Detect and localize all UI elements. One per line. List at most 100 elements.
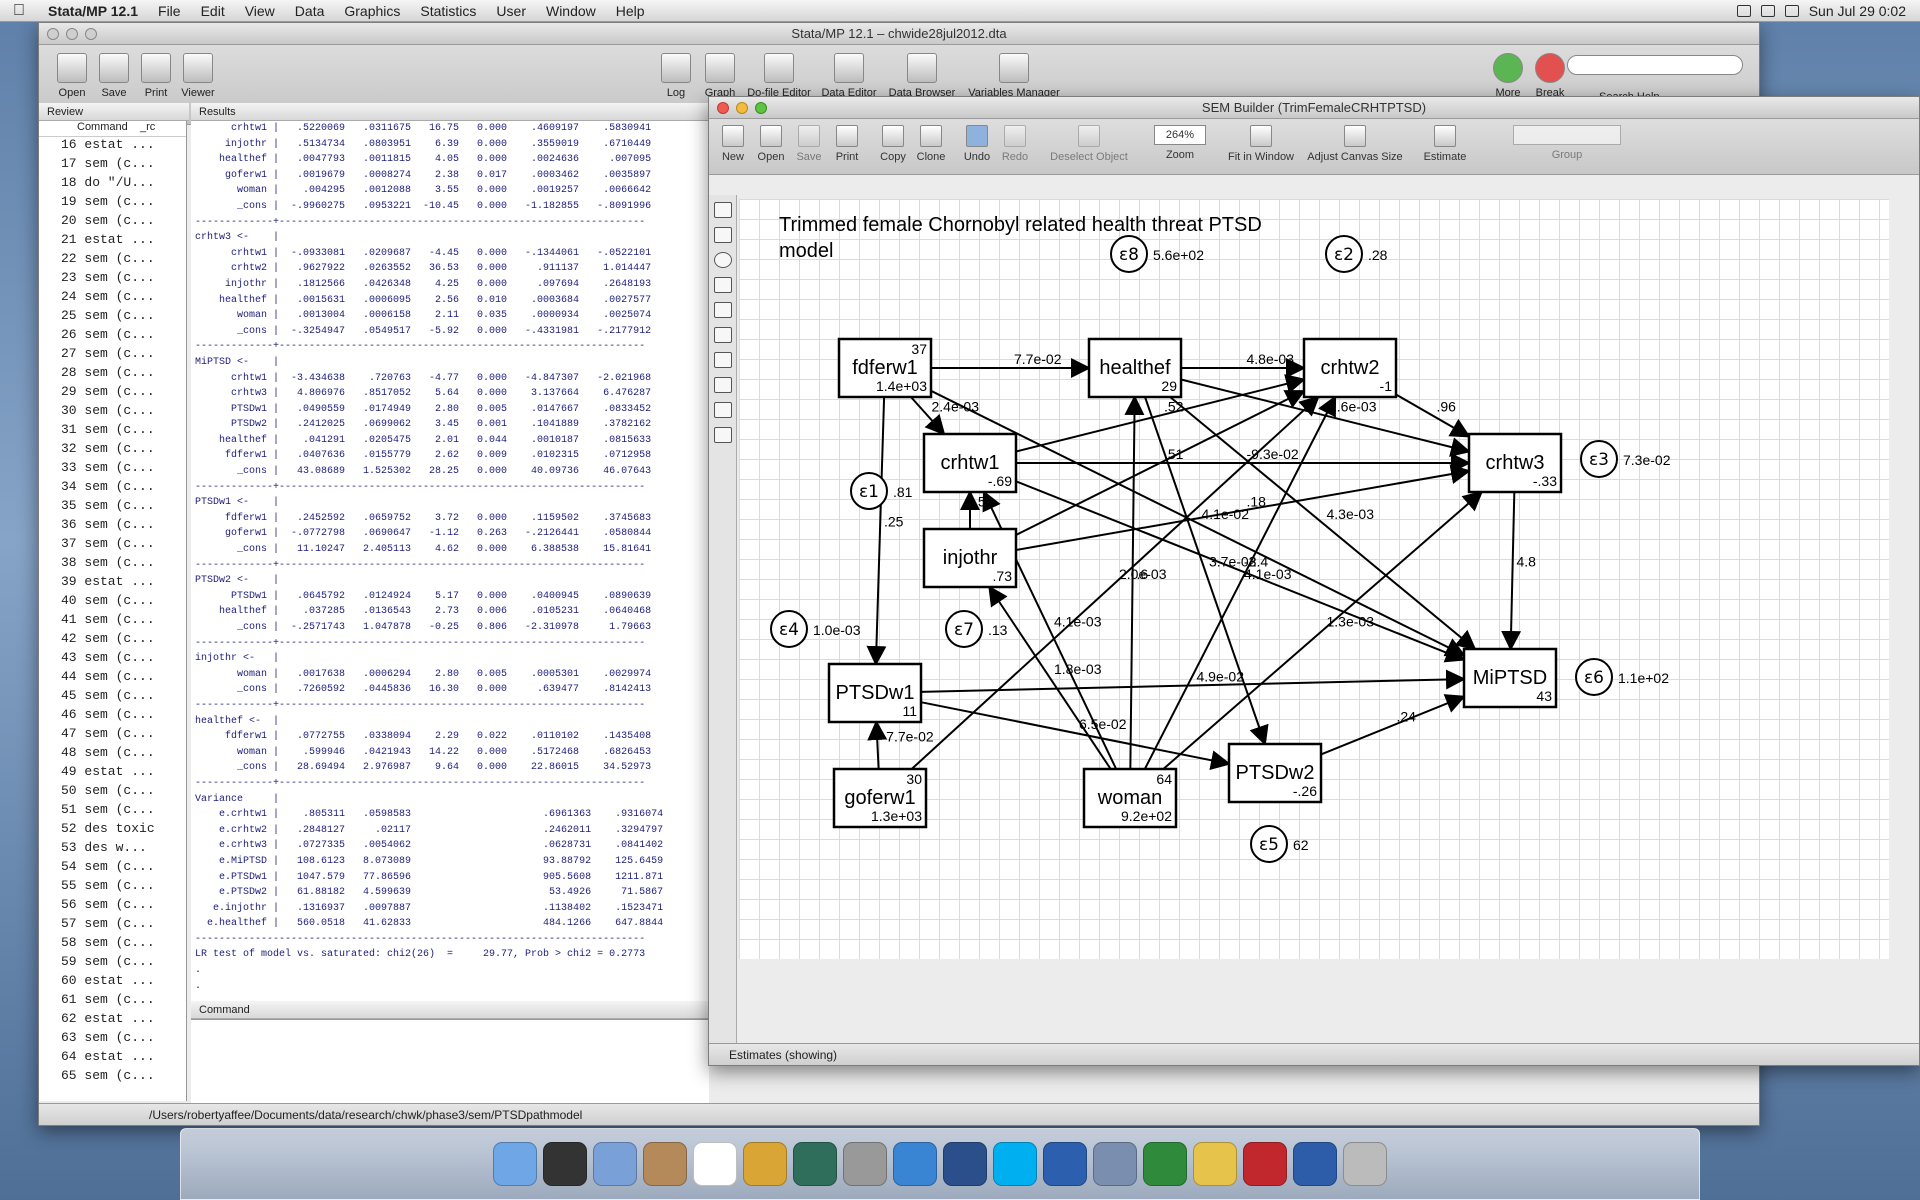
sem-path-woman-healthef[interactable] bbox=[1124, 395, 1145, 770]
sem-new-button[interactable]: New bbox=[715, 125, 751, 163]
review-item[interactable]: 17 sem (c... bbox=[61, 156, 155, 171]
sem-canvas[interactable]: Trimmed female Chornobyl related health … bbox=[739, 199, 1889, 959]
sem-error-ε2[interactable]: ε2.28 bbox=[1325, 235, 1388, 273]
sem-path-crhtw2-crhtw3[interactable] bbox=[1395, 393, 1471, 438]
sem-path-woman-crhtw2[interactable] bbox=[1143, 395, 1337, 770]
review-item[interactable]: 23 sem (c... bbox=[61, 270, 155, 285]
sem-path-woman-injothr[interactable] bbox=[988, 585, 1112, 770]
sem-save-button[interactable]: Save bbox=[791, 125, 827, 163]
sem-path-injothr-crhtw2[interactable] bbox=[1015, 390, 1306, 536]
r-icon[interactable] bbox=[1093, 1142, 1137, 1186]
review-item[interactable]: 63 sem (c... bbox=[61, 1030, 155, 1045]
sem-path-healthef-PTSDw2[interactable] bbox=[1144, 396, 1269, 746]
review-item[interactable]: 21 estat ... bbox=[61, 232, 155, 247]
group-dropdown[interactable] bbox=[1513, 125, 1621, 145]
estimate-button[interactable]: Estimate bbox=[1415, 125, 1475, 163]
sem-node-box[interactable] bbox=[1302, 337, 1398, 399]
latent-variable-tool-icon[interactable] bbox=[713, 252, 732, 268]
viewer-button[interactable]: Viewer bbox=[167, 53, 229, 99]
review-item[interactable]: 32 sem (c... bbox=[61, 441, 155, 456]
review-item[interactable]: 43 sem (c... bbox=[61, 650, 155, 665]
data-browser-button[interactable]: Data Browser bbox=[877, 53, 967, 99]
sem-node-box[interactable] bbox=[922, 432, 1018, 494]
volume-icon[interactable] bbox=[1760, 4, 1775, 17]
sem-open-button[interactable]: Open bbox=[753, 125, 789, 163]
select-tool-icon[interactable] bbox=[713, 202, 732, 218]
group-selector[interactable]: Group bbox=[1511, 125, 1623, 161]
review-item[interactable]: 65 sem (c... bbox=[61, 1068, 155, 1083]
sem-error-circle[interactable] bbox=[1575, 658, 1613, 696]
menu-data[interactable]: Data bbox=[294, 2, 325, 19]
app-menu[interactable]: Stata/MP 12.1 bbox=[48, 2, 139, 19]
sem-undo-button[interactable]: Undo bbox=[959, 125, 995, 163]
sem-path-goferw1-PTSDw1[interactable] bbox=[867, 720, 888, 770]
menu-help[interactable]: Help bbox=[615, 2, 645, 19]
review-item[interactable]: 18 do "/U... bbox=[61, 175, 155, 190]
covariance-tool-icon[interactable] bbox=[713, 302, 732, 318]
sem-node-box[interactable] bbox=[1082, 767, 1178, 829]
sem-clone-button[interactable]: Clone bbox=[913, 125, 949, 163]
review-item[interactable]: 22 sem (c... bbox=[61, 251, 155, 266]
sem-node-box[interactable] bbox=[832, 767, 928, 829]
save-button[interactable]: Save bbox=[83, 53, 145, 99]
sem-node-crhtw1[interactable]: crhtw1-.69 bbox=[922, 432, 1018, 494]
sem-node-box[interactable] bbox=[827, 662, 923, 724]
wifi-icon[interactable] bbox=[1736, 4, 1751, 17]
variables-manager-button[interactable]: Variables Manager bbox=[959, 53, 1069, 99]
sem-error-circle[interactable] bbox=[1325, 235, 1363, 273]
sem-close-button[interactable] bbox=[717, 102, 729, 114]
review-item[interactable]: 31 sem (c... bbox=[61, 422, 155, 437]
sem-error-circle[interactable] bbox=[850, 472, 888, 510]
review-item[interactable]: 39 estat ... bbox=[61, 574, 155, 589]
review-item[interactable]: 52 des toxic bbox=[61, 821, 155, 836]
review-item[interactable]: 42 sem (c... bbox=[61, 631, 155, 646]
review-item[interactable]: 35 sem (c... bbox=[61, 498, 155, 513]
review-item[interactable]: 37 sem (c... bbox=[61, 536, 155, 551]
review-item[interactable]: 41 sem (c... bbox=[61, 612, 155, 627]
review-item[interactable]: 26 sem (c... bbox=[61, 327, 155, 342]
review-item[interactable]: 34 sem (c... bbox=[61, 479, 155, 494]
sem-error-circle[interactable] bbox=[1250, 825, 1288, 863]
sem-path-fdferw1-PTSDw1[interactable] bbox=[866, 396, 887, 666]
system-preferences-icon[interactable] bbox=[843, 1142, 887, 1186]
sem-node-crhtw2[interactable]: crhtw2-1 bbox=[1302, 337, 1398, 399]
menu-edit[interactable]: Edit bbox=[200, 2, 225, 19]
menu-file[interactable]: File bbox=[158, 2, 181, 19]
review-item[interactable]: 64 estat ... bbox=[61, 1049, 155, 1064]
stata-dock-icon[interactable] bbox=[1293, 1142, 1337, 1186]
observed-variable-tool-icon[interactable] bbox=[713, 227, 732, 243]
word-icon[interactable] bbox=[1043, 1142, 1087, 1186]
sem-node-crhtw3[interactable]: crhtw3-.33 bbox=[1467, 432, 1563, 494]
review-item[interactable]: 50 sem (c... bbox=[61, 783, 155, 798]
menu-user[interactable]: User bbox=[496, 2, 526, 19]
print-button[interactable]: Print bbox=[125, 53, 187, 99]
imovie-icon[interactable] bbox=[743, 1142, 787, 1186]
deselect-object-button[interactable]: Deselect Object bbox=[1041, 125, 1137, 163]
review-item[interactable]: 45 sem (c... bbox=[61, 688, 155, 703]
review-item[interactable]: 57 sem (c... bbox=[61, 916, 155, 931]
safari-icon[interactable] bbox=[893, 1142, 937, 1186]
sem-path-goferw1-crhtw2[interactable] bbox=[911, 395, 1320, 770]
menu-graphics[interactable]: Graphics bbox=[344, 2, 401, 19]
review-item[interactable]: 55 sem (c... bbox=[61, 878, 155, 893]
review-item[interactable]: 60 estat ... bbox=[61, 973, 155, 988]
review-item[interactable]: 30 sem (c... bbox=[61, 403, 155, 418]
skype-icon[interactable] bbox=[993, 1142, 1037, 1186]
observed-set-tool-icon[interactable] bbox=[713, 352, 732, 368]
review-item[interactable]: 47 sem (c... bbox=[61, 726, 155, 741]
sem-path-healthef-MiPTSD[interactable] bbox=[1169, 396, 1477, 651]
google-earth-icon[interactable] bbox=[943, 1142, 987, 1186]
sem-node-box[interactable] bbox=[1467, 432, 1563, 494]
address-book-icon[interactable] bbox=[643, 1142, 687, 1186]
review-item[interactable]: 54 sem (c... bbox=[61, 859, 155, 874]
sem-node-box[interactable] bbox=[922, 527, 1018, 589]
chrome-icon[interactable] bbox=[1193, 1142, 1237, 1186]
